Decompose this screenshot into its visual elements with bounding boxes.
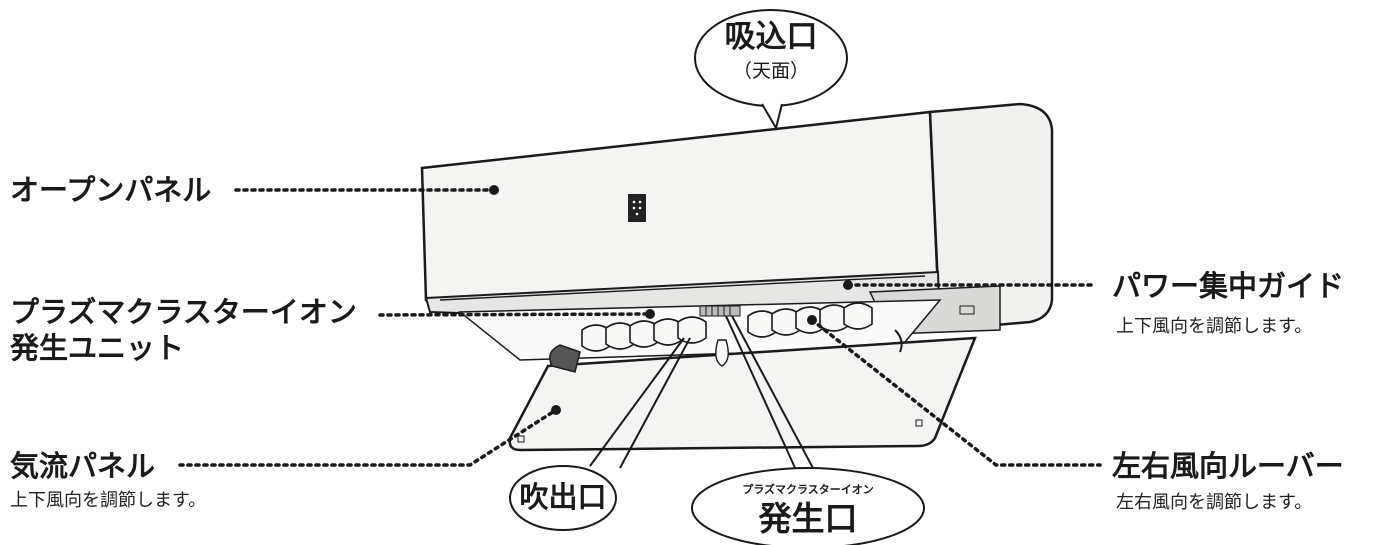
plasma-unit-label-line2: 発生ユニット [10,331,185,365]
leader-lr-louver [810,318,1102,467]
outlet-label: 吹出口 [519,480,607,514]
intake-subtitle: （天面） [732,60,809,82]
outlet-bubble-tails [589,315,815,471]
outlet-bubble [509,465,617,531]
unit-main-body [420,110,940,302]
unit-side-cap [928,102,1054,332]
leader-dots [489,185,853,415]
ion-outlet-bubble [691,467,925,545]
lr-louver-desc: 左右風向を調節します。 [1116,492,1313,513]
plasma-unit-label-line1: プラズマクラスターイオン [10,295,357,329]
louver-group-right [747,302,873,338]
leader-plasma-unit [378,312,652,317]
airflow-panel-shape [508,336,977,452]
airflow-panel-desc: 上下風向を調節します。 [10,490,207,511]
intake-title: 吸込口 [724,19,818,55]
ion-outlet-small-label: プラズマクラスターイオン [742,483,874,496]
ion-outlet-label: 発生口 [758,499,858,538]
leader-airflow-panel [178,408,558,467]
lr-louver-label: 左右風向ルーバー [1112,449,1344,483]
power-guide-desc: 上下風向を調節します。 [1116,316,1313,337]
louver-group-left [581,316,707,352]
open-panel-label: オープンパネル [10,173,212,207]
ion-generator-grille [699,305,741,317]
power-guide-label: パワー集中ガイド [1112,269,1345,303]
brand-logo [628,194,646,222]
leader-lines [178,188,1102,467]
airflow-panel-label: 気流パネル [10,449,156,483]
